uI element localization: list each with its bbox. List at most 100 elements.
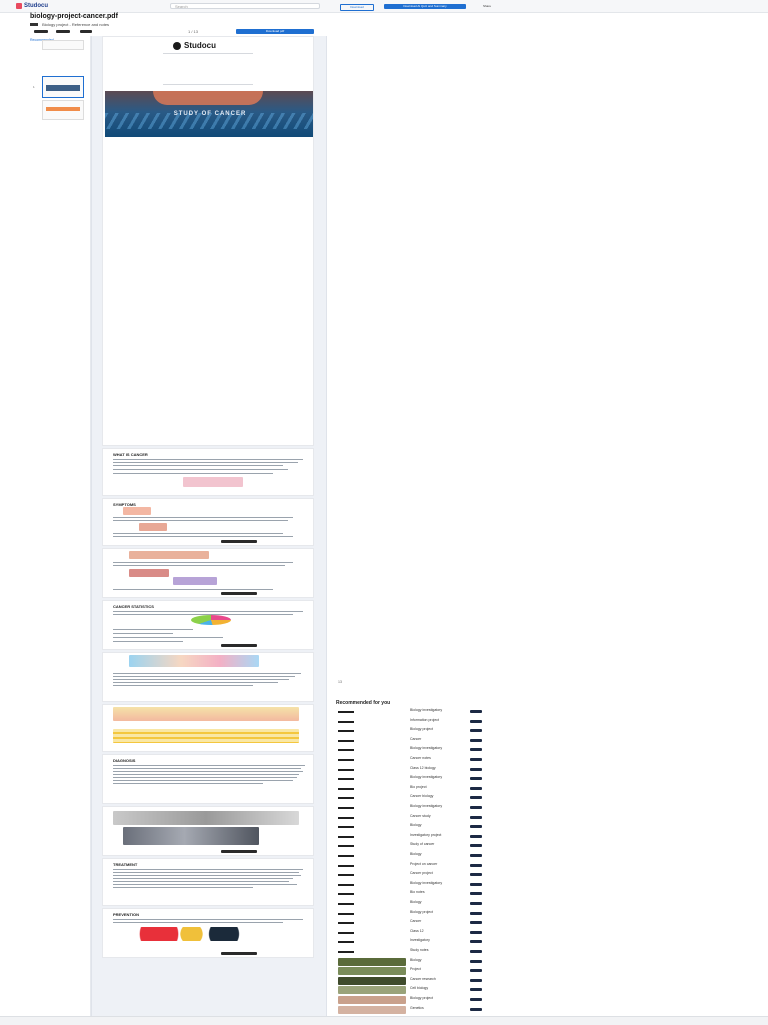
recommendation-item[interactable]: Cancer project: [336, 871, 484, 880]
recommendation-item[interactable]: Bio project: [336, 785, 484, 794]
recommendation-download-button[interactable]: [470, 786, 482, 790]
recommendation-download-button[interactable]: [470, 825, 482, 829]
recommendation-item[interactable]: Biology: [336, 823, 484, 832]
recommendation-download-button[interactable]: [470, 748, 482, 752]
recommendation-download-button[interactable]: [470, 902, 482, 905]
recommendation-download-button[interactable]: [470, 729, 482, 733]
recommendation-download-button[interactable]: [470, 892, 482, 896]
download-pdf-button[interactable]: Download pdf: [236, 29, 314, 34]
recommendation-item[interactable]: Biology investigatory: [336, 804, 484, 813]
document-icon: [338, 874, 354, 877]
document-icon: [338, 883, 354, 886]
recommendation-download-button[interactable]: [470, 815, 482, 819]
recommendation-item[interactable]: Biology: [336, 900, 484, 909]
page-thumbnail[interactable]: 1: [33, 76, 84, 98]
course-badge[interactable]: [30, 23, 38, 27]
document-toolbar: 1 / 13 Download pdf: [26, 29, 316, 35]
search-input[interactable]: Search: [170, 3, 320, 9]
recommendation-item[interactable]: Project: [336, 967, 484, 976]
recommendation-item[interactable]: Study notes: [336, 948, 484, 957]
recommendation-item[interactable]: Biology investigatory: [336, 746, 484, 755]
recommendation-item[interactable]: Biology: [336, 957, 484, 967]
recommendation-download-button[interactable]: [470, 969, 482, 973]
recommendation-download-button[interactable]: [470, 930, 482, 934]
recommendation-download-button[interactable]: [470, 863, 482, 867]
text-line: [113, 881, 289, 882]
recommendation-item[interactable]: Project on cancer: [336, 862, 484, 871]
document-page: [102, 652, 314, 702]
ai-quiz-button[interactable]: Download AI Quiz and Summary: [384, 4, 466, 9]
recommendation-download-button[interactable]: [470, 950, 482, 953]
recommendation-download-button[interactable]: [470, 738, 482, 742]
document-icon: [338, 759, 354, 761]
document-icon: [338, 816, 354, 819]
recommendation-title: Cancer notes: [410, 756, 431, 760]
recommendation-download-button[interactable]: [470, 911, 482, 915]
recommendation-item[interactable]: Biology investigatory: [336, 881, 484, 890]
recommendation-download-button[interactable]: [470, 844, 482, 848]
recommendation-download-button[interactable]: [470, 710, 482, 713]
recommendation-download-button[interactable]: [470, 978, 482, 982]
page-tag: 13: [338, 680, 342, 684]
share-icon[interactable]: [80, 30, 92, 33]
recommendation-item[interactable]: Information project: [336, 718, 484, 727]
recommendation-item[interactable]: Cell biology: [336, 986, 484, 995]
document-icon: [338, 855, 354, 857]
recommendation-item[interactable]: Class 12 biology: [336, 766, 484, 775]
recommendation-download-button[interactable]: [470, 882, 482, 886]
recommendation-item[interactable]: Class 12: [336, 929, 484, 938]
recommendation-item[interactable]: Cancer: [336, 737, 484, 746]
recommendation-item[interactable]: Biology project: [336, 996, 484, 1005]
recommendation-item[interactable]: Cancer: [336, 919, 484, 928]
thumbnail-sidebar: Recommended 1: [26, 36, 91, 1024]
site-logo[interactable]: Studocu: [16, 2, 48, 10]
recommendation-title: Class 12: [410, 928, 424, 933]
recommendation-item[interactable]: Investigatory: [336, 938, 484, 947]
recommendation-item[interactable]: Cancer study: [336, 814, 484, 823]
recommendation-thumbnail: [338, 957, 406, 966]
recommendation-item[interactable]: Biology project: [336, 910, 484, 919]
recommendation-download-button[interactable]: [470, 796, 482, 800]
recommendation-item[interactable]: Genetics: [336, 1005, 484, 1015]
recommendation-download-button[interactable]: [470, 998, 482, 1001]
recommendation-item[interactable]: Biology: [336, 852, 484, 861]
cover-title: STUDY OF CANCER: [173, 111, 247, 117]
recommendation-download-button[interactable]: [470, 1007, 482, 1011]
pie-chart-image: [191, 615, 231, 625]
recommendation-item[interactable]: Biology investigatory: [336, 708, 484, 717]
recommendation-item[interactable]: Study of cancer: [336, 842, 484, 851]
recommendation-download-button[interactable]: [470, 988, 482, 992]
recommendation-download-button[interactable]: [470, 806, 482, 809]
recommendation-item[interactable]: Biology project: [336, 727, 484, 736]
page-thumbnail[interactable]: [42, 100, 84, 120]
recommendation-item[interactable]: Cancer research: [336, 976, 484, 986]
text-line: [113, 682, 278, 683]
like-button[interactable]: [34, 30, 48, 33]
save-button[interactable]: [56, 30, 70, 33]
share-button[interactable]: Share: [482, 4, 491, 8]
text-line: [113, 520, 288, 521]
recommendation-item[interactable]: Cancer biology: [336, 794, 484, 803]
recommendation-download-button[interactable]: [470, 758, 482, 761]
recommendation-download-button[interactable]: [470, 959, 482, 963]
download-button[interactable]: Download: [340, 4, 374, 11]
recommendation-item[interactable]: Cancer notes: [336, 756, 484, 765]
document-viewer[interactable]: Studocu STUDY OF CANCER WHAT IS CANCER S…: [91, 36, 327, 1024]
recommendation-download-button[interactable]: [470, 854, 482, 857]
recommendation-download-button[interactable]: [470, 767, 482, 771]
recommendation-item[interactable]: Bio notes: [336, 890, 484, 899]
recommendation-download-button[interactable]: [470, 719, 482, 723]
recommendation-thumbnail: [338, 976, 406, 985]
recommendation-download-button[interactable]: [470, 873, 482, 877]
recommendation-download-button[interactable]: [470, 777, 482, 781]
recommendation-item[interactable]: Biology investigatory: [336, 775, 484, 784]
medical-photo: [123, 827, 259, 845]
studocu-footer: [221, 540, 257, 543]
recommendation-download-button[interactable]: [470, 921, 482, 925]
recommendation-item[interactable]: Investigatory project: [336, 833, 484, 842]
page-thumbnail[interactable]: [42, 40, 84, 50]
text-line: [113, 679, 289, 680]
recommendation-download-button[interactable]: [470, 834, 482, 838]
recommendation-download-button[interactable]: [470, 940, 482, 944]
illustration-image: [123, 507, 151, 515]
